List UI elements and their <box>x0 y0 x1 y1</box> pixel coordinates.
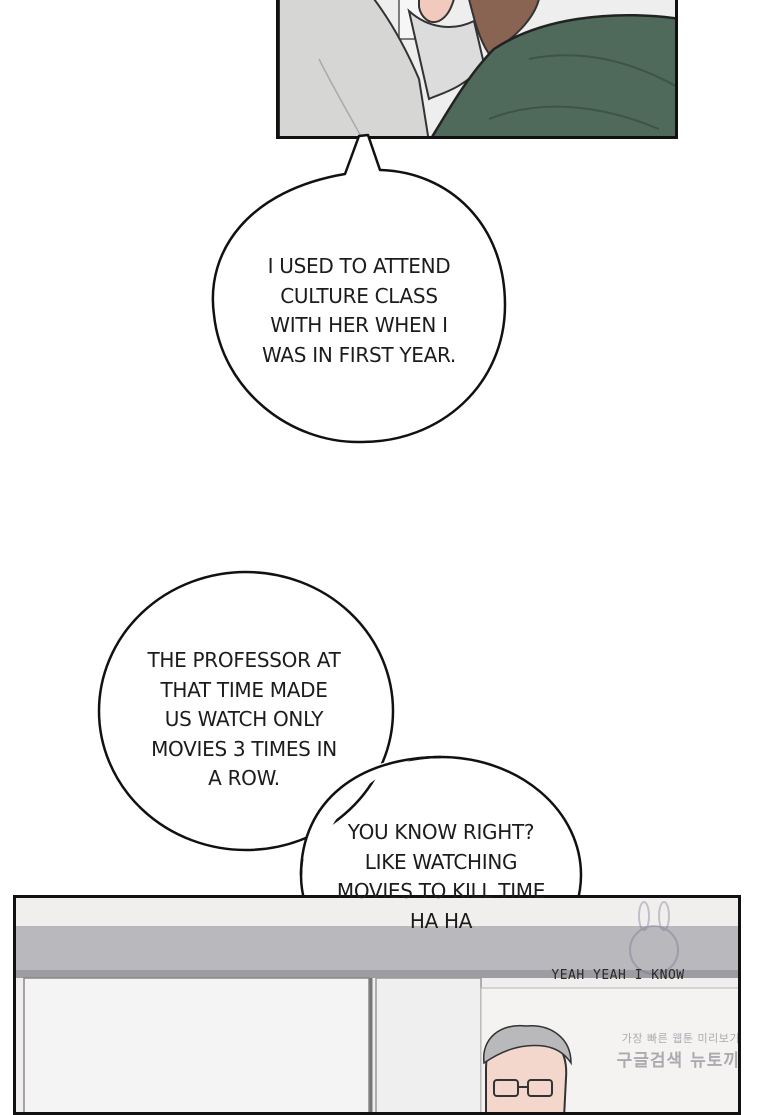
old-man-figure <box>483 1024 572 1112</box>
comic-panel-top <box>276 0 678 139</box>
bubble-1-line-3: WITH HER WHEN I <box>270 313 448 337</box>
ceiling-strip <box>16 926 738 970</box>
watermark: 가장 빠른 웹툰 미리보기 구글검색 뉴토끼 <box>560 1030 740 1071</box>
green-jacket-figure <box>431 14 675 136</box>
bubble-3-line-1: YOU KNOW RIGHT? <box>347 820 535 844</box>
panel-bottom-artwork <box>16 898 738 1112</box>
panel-top-artwork <box>279 0 675 136</box>
bubble-2-line-2: THAT TIME MADE <box>160 677 328 702</box>
gray-hair <box>483 1024 572 1066</box>
speech-bubble-1 <box>211 133 507 444</box>
bubble-3-line-3: MOVIES TO KILL TIME <box>336 879 546 903</box>
bubble-2-line-3: US WATCH ONLY <box>164 707 324 731</box>
watermark-line-2: 구글검색 뉴토끼 <box>616 1051 740 1071</box>
bubble-2-line-5: A ROW. <box>208 766 280 790</box>
bubble-3-line-4: HA HA <box>409 908 473 933</box>
bubble-1-line-1: I USED TO ATTEND <box>267 254 451 278</box>
speech-bubble-2-text: THE PROFESSOR AT THAT TIME MADE US WATCH… <box>108 646 380 794</box>
watermark-line-1: 가장 빠른 웹툰 미리보기 <box>621 1032 740 1045</box>
speech-bubble-1-text: I USED TO ATTEND CULTURE CLASS WITH HER … <box>236 252 482 370</box>
hand <box>418 0 455 23</box>
bubble-2-line-1: THE PROFESSOR AT <box>147 648 341 672</box>
speech-bubble-3-text: YOU KNOW RIGHT? LIKE WATCHING MOVIES TO … <box>306 818 576 936</box>
speech-bubble-2 <box>97 570 395 852</box>
bunny-logo <box>629 901 679 975</box>
sfx-caption: YEAH YEAH I KNOW <box>551 968 685 983</box>
bubble-3-line-2: LIKE WATCHING <box>364 849 518 874</box>
bubble-1-line-2: CULTURE CLASS <box>280 283 438 308</box>
window <box>23 977 370 1112</box>
bubble-2-line-4: MOVIES 3 TIMES IN <box>151 736 337 761</box>
gray-sweater-figure <box>279 0 430 136</box>
bubble-1-line-4: WAS IN FIRST YEAR. <box>262 342 456 367</box>
